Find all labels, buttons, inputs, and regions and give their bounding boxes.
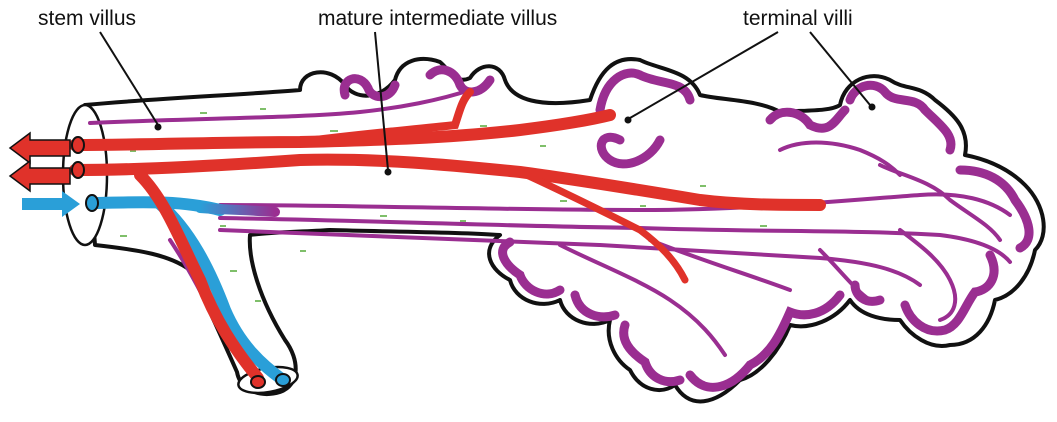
flow-arrows bbox=[10, 133, 80, 217]
arrow-left-icon bbox=[10, 161, 70, 191]
vein-mix bbox=[200, 208, 275, 212]
arrow-left-icon bbox=[10, 133, 70, 163]
